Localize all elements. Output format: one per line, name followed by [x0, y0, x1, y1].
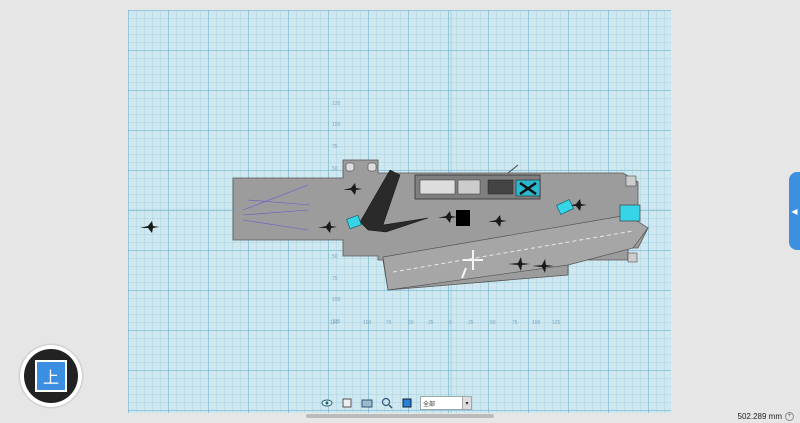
ruler-label: 25 [468, 320, 474, 326]
jet [140, 221, 159, 233]
ruler-label: 75 [386, 320, 392, 326]
stealth-drone [359, 169, 429, 233]
filter-dropdown[interactable]: 全部 ▾ [420, 396, 472, 410]
ruler-label: 100 [532, 320, 541, 326]
scale-readout-value: 502.289 mm [737, 412, 782, 421]
panel-toggle-button[interactable]: ◀ [789, 172, 800, 250]
island-block [487, 179, 514, 195]
ruler-label: 50 [490, 320, 496, 326]
cube-icon [402, 398, 412, 408]
ruler-label: 50 [408, 320, 414, 326]
deck-fixture [367, 162, 377, 172]
view-eye-button[interactable] [320, 396, 334, 410]
jet [438, 211, 457, 223]
view-cube-ring: 上 [24, 349, 78, 403]
plus-icon[interactable]: + [785, 412, 794, 421]
deck-elevator [456, 210, 470, 226]
ruler-label: 0 [449, 320, 452, 326]
home-view-button[interactable] [340, 396, 354, 410]
catapult-line [242, 184, 309, 211]
ruler-label: 125 [552, 320, 561, 326]
catapult-line [242, 219, 309, 231]
ruler-label: 125 [330, 320, 339, 326]
ruler-label: 100 [332, 122, 341, 128]
ruler-label: 100 [363, 320, 372, 326]
ruler-label: 75 [512, 320, 518, 326]
view-cube-top-face: 上 [35, 360, 67, 392]
cyan-vehicle [556, 199, 574, 215]
prop-plane [532, 259, 554, 273]
layers-button[interactable] [360, 396, 374, 410]
ruler-label: 75 [332, 144, 338, 150]
parked-jets [140, 183, 587, 273]
cyan-vehicle [346, 214, 362, 230]
scene-canvas[interactable]: 125 100 75 50 25 25 50 75 100 125 125 10… [128, 10, 671, 413]
landing-centerline [392, 230, 634, 273]
render-mode-button[interactable] [400, 396, 414, 410]
catapult-line [242, 209, 309, 216]
ruler-label: 100 [332, 297, 341, 303]
deck-fixture [627, 252, 638, 263]
ruler-label: 125 [332, 101, 341, 107]
bottom-toolbar: 全部 ▾ [320, 394, 490, 412]
island-block [419, 179, 456, 195]
island-block [457, 179, 481, 195]
stern-box [619, 204, 641, 222]
ruler-label: 75 [332, 276, 338, 282]
ruler-label: 50 [332, 166, 338, 172]
chevron-left-icon: ◀ [791, 206, 798, 216]
catapult-line [247, 199, 311, 206]
layers-icon [361, 399, 373, 408]
chevron-down-icon: ▾ [462, 397, 471, 409]
deck-fixture [625, 175, 637, 187]
toolbar-scroll-strip [306, 414, 494, 418]
home-icon [342, 398, 352, 408]
antenna [507, 164, 519, 174]
zoom-button[interactable] [380, 396, 394, 410]
ruler-label: 50 [332, 254, 338, 260]
prop-plane [508, 257, 530, 271]
filter-dropdown-value: 全部 [423, 401, 436, 408]
jet [568, 199, 587, 211]
radar-cross [519, 181, 537, 196]
view-cube-button[interactable]: 上 [20, 345, 82, 407]
eye-icon [321, 399, 333, 407]
ruler-label: 125 [332, 319, 341, 325]
magnifier-icon [381, 397, 393, 409]
deck-fixture [345, 162, 355, 172]
scale-readout: 502.289 mm + [738, 412, 794, 421]
jet [343, 183, 362, 195]
horizontal-ruler: 125 100 75 50 25 0 25 50 75 100 125 [330, 320, 561, 326]
jet [318, 221, 337, 233]
3d-viewport[interactable]: 125 100 75 50 25 25 50 75 100 125 125 10… [128, 10, 671, 413]
white-plane [461, 250, 483, 279]
jet [488, 215, 507, 227]
ruler-label: 25 [428, 320, 434, 326]
carrier-model[interactable] [140, 159, 649, 291]
